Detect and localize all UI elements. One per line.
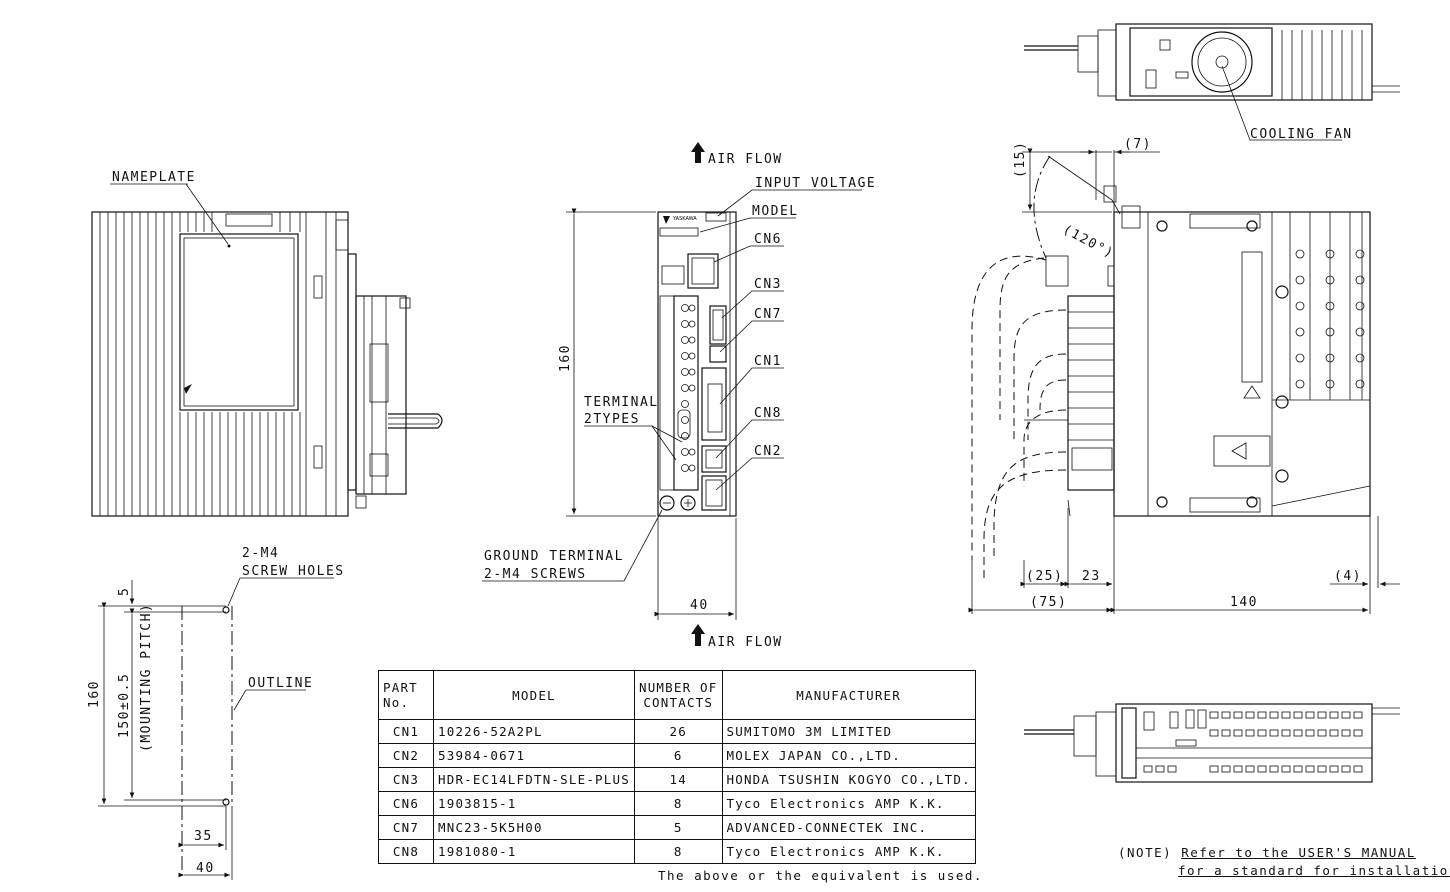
- bottom-view: [1024, 703, 1400, 783]
- part-cell: CN6: [378, 791, 434, 816]
- header-model: MODEL: [433, 670, 635, 720]
- table-row: CN6 1903815-1 8 Tyco Electronics AMP K.K…: [378, 791, 976, 816]
- dim-25: (25): [1026, 569, 1063, 584]
- ground-terminal-line1: GROUND TERMINAL: [484, 549, 624, 564]
- contacts-cell: 26: [633, 719, 723, 744]
- mounting-view: [98, 577, 334, 880]
- manufacturer-cell: Tyco Electronics AMP K.K.: [721, 839, 976, 864]
- mount-pitch-dim: 150±0.5: [117, 673, 132, 738]
- contacts-cell: 8: [633, 791, 723, 816]
- part-cell: CN1: [378, 719, 434, 744]
- model-cell: 53984-0671: [433, 743, 635, 768]
- front-view: YASKAWA: [657, 211, 737, 517]
- header-manufacturer: MANUFACTURER: [721, 670, 976, 720]
- terminal-label-line1: TERMINAL: [584, 395, 659, 410]
- front-dimension-lines: [566, 208, 737, 620]
- cn8-label: CN8: [754, 406, 782, 421]
- left-side-view: [91, 211, 443, 517]
- air-flow-up-arrow-bottom: [691, 624, 705, 646]
- right-side-view: [971, 185, 1371, 580]
- front-width-dim: 40: [690, 598, 709, 613]
- mount-height-dim: 160: [87, 680, 102, 708]
- part-cell: CN7: [378, 815, 434, 840]
- terminal-label-line2: 2TYPES: [584, 412, 640, 427]
- dim-4: (4): [1334, 569, 1362, 584]
- dim-75: (75): [1030, 595, 1067, 610]
- front-height-dim: 160: [558, 344, 573, 372]
- right-dimension-lines: [968, 148, 1400, 614]
- manufacturer-cell: HONDA TSUSHIN KOGYO CO.,LTD.: [721, 767, 976, 792]
- nameplate-leader: [185, 183, 229, 245]
- top-view: [1024, 23, 1400, 141]
- air-flow-top-label: AIR FLOW: [708, 152, 783, 167]
- manufacturer-cell: Tyco Electronics AMP K.K.: [721, 791, 976, 816]
- header-part-line1: PART: [383, 680, 418, 695]
- header-contacts: NUMBER OF CONTACTS: [633, 670, 723, 720]
- contacts-cell: 14: [633, 767, 723, 792]
- air-flow-bottom-label: AIR FLOW: [708, 635, 783, 650]
- part-cell: CN2: [378, 743, 434, 768]
- screw-holes-line1: 2-M4: [242, 546, 279, 561]
- outline-label: OUTLINE: [248, 676, 313, 691]
- contacts-cell: 6: [633, 743, 723, 768]
- mount-40-dim: 40: [196, 861, 215, 876]
- part-cell: CN3: [378, 767, 434, 792]
- installation-note: (NOTE) Refer to the USER'S MANUAL: [1118, 845, 1416, 860]
- header-part-line2: No.: [383, 695, 410, 710]
- contacts-cell: 5: [633, 815, 723, 840]
- table-row: CN1 10226-52A2PL 26 SUMITOMO 3M LIMITED: [378, 719, 976, 744]
- mount-top-dim: 5: [117, 587, 132, 596]
- manufacturer-cell: ADVANCED-CONNECTEK INC.: [721, 815, 976, 840]
- part-cell: CN8: [378, 839, 434, 864]
- cn1-label: CN1: [754, 354, 782, 369]
- nameplate-label: NAMEPLATE: [112, 170, 196, 185]
- model-cell: MNC23-5K5H00: [433, 815, 635, 840]
- cn7-label: CN7: [754, 307, 782, 322]
- header-contacts-line1: NUMBER OF: [638, 680, 718, 695]
- table-row: CN2 53984-0671 6 MOLEX JAPAN CO.,LTD.: [378, 743, 976, 768]
- contacts-cell: 8: [633, 839, 723, 864]
- table-row: CN7 MNC23-5K5H00 5 ADVANCED-CONNECTEK IN…: [378, 815, 976, 840]
- table-footnote: The above or the equivalent is used.: [658, 868, 983, 883]
- model-label: MODEL: [752, 204, 799, 219]
- table-row: CN8 1981080-1 8 Tyco Electronics AMP K.K…: [378, 839, 976, 864]
- manufacturer-cell: MOLEX JAPAN CO.,LTD.: [721, 743, 976, 768]
- door-swing-arc: [1033, 155, 1051, 259]
- cn6-label: CN6: [754, 232, 782, 247]
- model-cell: 10226-52A2PL: [433, 719, 635, 744]
- angle-label: (120°): [1060, 222, 1116, 262]
- dim-15: (15): [1013, 141, 1028, 178]
- mount-pitch-note: (MOUNTING PITCH): [139, 603, 154, 752]
- note-line2: for a standard for installation.: [1178, 863, 1450, 878]
- note-prefix: (NOTE): [1118, 845, 1173, 860]
- cooling-fan-label: COOLING FAN: [1250, 127, 1353, 142]
- dim-23: 23: [1082, 569, 1101, 584]
- model-cell: 1981080-1: [433, 839, 635, 864]
- dim-140: 140: [1230, 595, 1258, 610]
- model-cell: 1903815-1: [433, 791, 635, 816]
- cn2-label: CN2: [754, 444, 782, 459]
- dim-7: (7): [1124, 137, 1152, 152]
- air-flow-up-arrow-top: [691, 142, 705, 163]
- model-cell: HDR-EC14LFDTN-SLE-PLUS: [433, 767, 635, 792]
- ground-terminal-line2: 2-M4 SCREWS: [484, 567, 587, 582]
- mount-35-dim: 35: [194, 829, 213, 844]
- header-contacts-line2: CONTACTS: [643, 695, 714, 710]
- screw-holes-line2: SCREW HOLES: [242, 564, 345, 579]
- front-leaders: [482, 189, 862, 582]
- manufacturer-cell: SUMITOMO 3M LIMITED: [721, 719, 976, 744]
- input-voltage-label: INPUT VOLTAGE: [755, 176, 876, 191]
- header-part-no: PART No.: [378, 670, 434, 720]
- table-row: CN3 HDR-EC14LFDTN-SLE-PLUS 14 HONDA TSUS…: [378, 767, 976, 792]
- brand-logo-text: YASKAWA: [672, 216, 697, 222]
- cn3-label: CN3: [754, 277, 782, 292]
- connector-parts-table: PART No. MODEL NUMBER OF CONTACTS MANUFA…: [378, 670, 976, 864]
- note-line1: Refer to the USER'S MANUAL: [1181, 845, 1416, 860]
